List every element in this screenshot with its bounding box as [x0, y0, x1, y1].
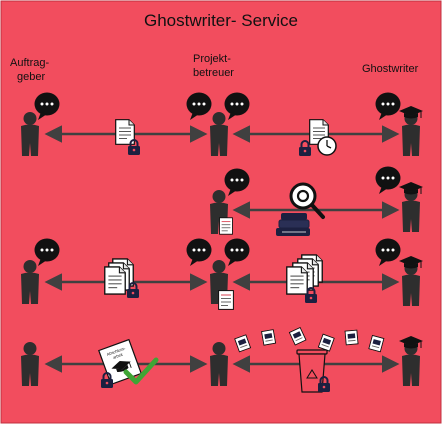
check-icon [123, 357, 159, 385]
recycle-bin-icon [296, 349, 328, 393]
role-label-client: Auftrag- [10, 57, 49, 69]
role-label-ghostwriter: Ghostwriter [362, 63, 419, 75]
magnifier-icon [289, 182, 325, 219]
role-label-project-manager: betreuer [193, 67, 234, 79]
page-icon [218, 290, 234, 310]
certificate-text: arbeit [112, 352, 124, 360]
role-label-client: geber [17, 71, 45, 83]
clock-icon [317, 136, 337, 156]
certificate-text: Abschluss- [106, 345, 127, 357]
role-label-project-manager: Projekt- [193, 53, 231, 65]
diagram-title: Ghostwriter- Service [144, 11, 298, 30]
books-icon [276, 213, 310, 236]
page-icon [219, 217, 233, 235]
row-3 [21, 238, 423, 310]
row-2 [210, 166, 423, 236]
row-4: Abschluss- arbeit [21, 327, 423, 393]
row-1 [21, 92, 423, 156]
